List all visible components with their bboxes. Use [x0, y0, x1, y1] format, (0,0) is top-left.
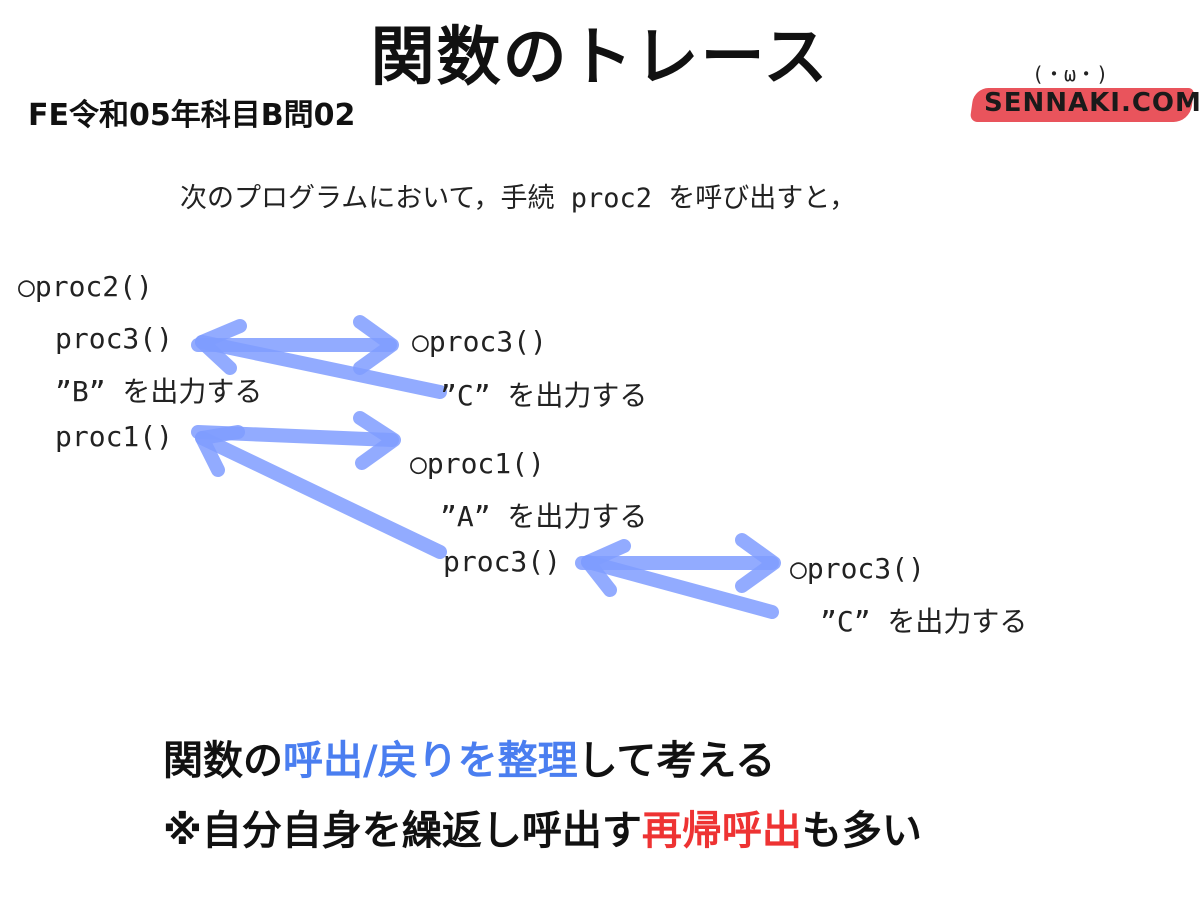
summary-line-2-highlight: 再帰呼出 [641, 808, 802, 854]
page-title: 関数のトレース [370, 21, 830, 95]
summary-line-2: ※自分自身を繰返し呼出す再帰呼出も多い [163, 798, 922, 856]
logo-face-icon: (・ω・) [1032, 62, 1109, 86]
proc3-definition-1: ○proc3() [412, 325, 547, 358]
return-arrowhead-proc3 [195, 319, 247, 375]
call-arrowhead-proc1 [353, 411, 401, 470]
question-intro: 次のプログラムにおいて，手続 proc2 を呼び出すと， [180, 183, 857, 214]
proc1-call-proc3: proc3() [443, 545, 562, 578]
summary-line-1: 関数の呼出/戻りを整理して考える [163, 728, 775, 786]
proc3-output-c-1: ”C” を出力する [440, 379, 648, 412]
summary-line-1-suffix: して考える [577, 738, 776, 784]
return-arrowhead-proc1 [195, 425, 245, 477]
proc3-output-c-2: ”C” を出力する [820, 605, 1028, 638]
return-arrow-proc3-nested [581, 555, 779, 619]
proc2-definition: ○proc2() [18, 270, 153, 303]
proc1-output-a: ”A” を出力する [440, 500, 648, 533]
return-arrow-proc1 [195, 431, 447, 559]
exam-label: FE令和05年科目B問02 [28, 98, 356, 133]
proc2-call-proc1: proc1() [55, 420, 174, 453]
site-logo: (・ω・) SENNAKI.COM [962, 38, 1200, 128]
call-arrowhead-proc3-nested [735, 533, 781, 593]
proc1-definition: ○proc1() [410, 447, 545, 480]
summary-line-1-prefix: 関数の [163, 738, 283, 784]
call-arrowhead-proc3 [353, 315, 399, 375]
proc2-call-proc3: proc3() [55, 322, 174, 355]
return-arrow-proc3 [195, 335, 447, 399]
return-arrowhead-proc3-nested [581, 539, 631, 597]
summary-line-2-prefix: ※自分自身を繰返し呼出す [163, 808, 642, 854]
proc3-definition-2: ○proc3() [790, 552, 925, 585]
proc2-output-b: ”B” を出力する [55, 375, 263, 408]
logo-text: SENNAKI.COM [984, 88, 1200, 118]
summary-line-2-suffix: も多い [801, 808, 922, 854]
summary-line-1-highlight: 呼出/戻りを整理 [283, 738, 578, 784]
